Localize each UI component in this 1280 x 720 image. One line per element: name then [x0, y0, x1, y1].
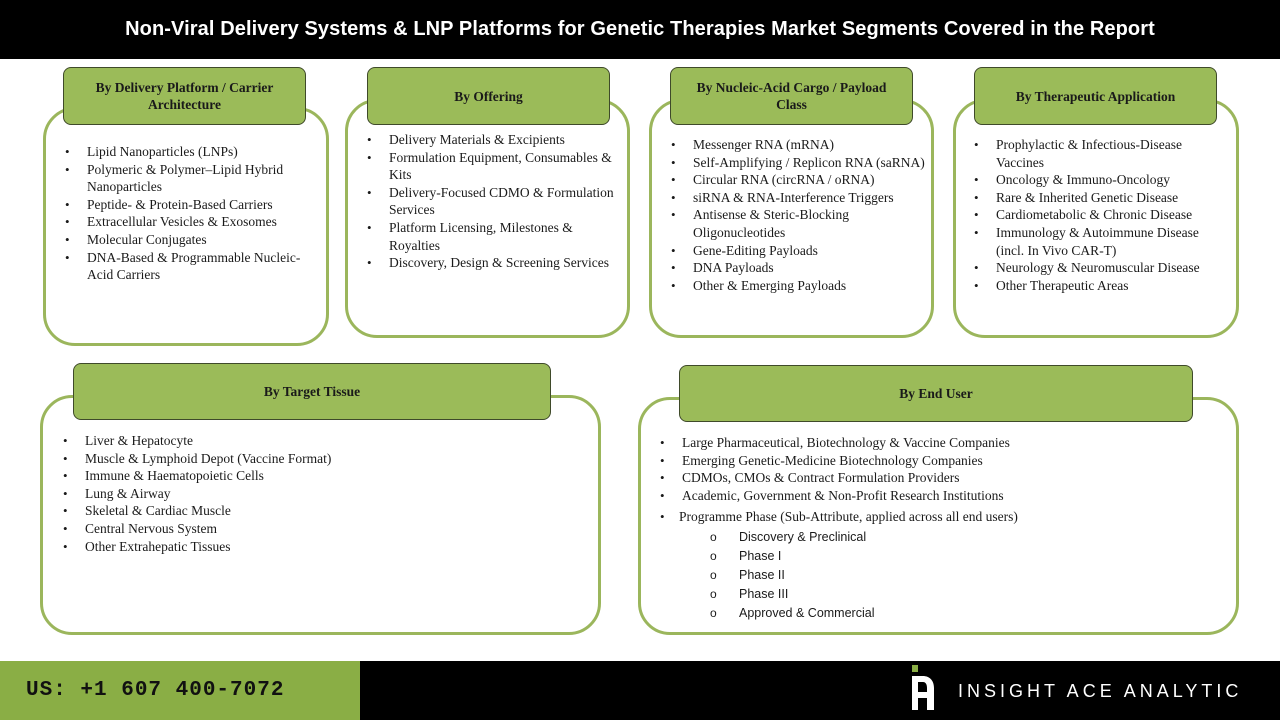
segment-list-target-tissue: Liver & Hepatocyte Muscle & Lymphoid Dep… — [63, 432, 583, 555]
list-item: Neurology & Neuromuscular Disease — [974, 259, 1230, 277]
list-item: Rare & Inherited Genetic Disease — [974, 189, 1230, 207]
list-item: Liver & Hepatocyte — [63, 432, 583, 450]
list-item: Cardiometabolic & Chronic Disease — [974, 206, 1230, 224]
list-item: siRNA & RNA-Interference Triggers — [671, 189, 929, 207]
segment-header-end-user: By End User — [679, 365, 1193, 422]
list-item: Prophylactic & Infectious-Disease Vaccin… — [974, 136, 1230, 171]
list-item: Other Therapeutic Areas — [974, 277, 1230, 295]
list-item: Other & Emerging Payloads — [671, 277, 929, 295]
list-item: Other Extrahepatic Tissues — [63, 538, 583, 556]
segment-header-cargo: By Nucleic-Acid Cargo / Payload Class — [670, 67, 913, 125]
phone-number: US: +1 607 400-7072 — [0, 661, 360, 720]
segment-list-cargo: Messenger RNA (mRNA) Self-Amplifying / R… — [671, 136, 929, 294]
list-item: CDMOs, CMOs & Contract Formulation Provi… — [660, 469, 1230, 487]
list-item: Discovery, Design & Screening Services — [367, 254, 617, 272]
list-item: DNA-Based & Programmable Nucleic-Acid Ca… — [65, 249, 323, 284]
brand-name: INSIGHT ACE ANALYTIC — [958, 681, 1243, 701]
list-item: Self-Amplifying / Replicon RNA (saRNA) — [671, 154, 929, 172]
insight-ace-logo-icon — [912, 665, 934, 710]
segment-header-therapeutic: By Therapeutic Application — [974, 67, 1217, 125]
programme-phase-block: Programme Phase (Sub-Attribute, applied … — [660, 508, 1230, 623]
programme-phase-label: Programme Phase (Sub-Attribute, applied … — [660, 508, 1230, 526]
phase-item: Phase II — [680, 566, 1230, 585]
list-item: Formulation Equipment, Consumables & Kit… — [367, 149, 617, 184]
list-item: Circular RNA (circRNA / oRNA) — [671, 171, 929, 189]
list-item: Central Nervous System — [63, 520, 583, 538]
segment-header-offering: By Offering — [367, 67, 610, 125]
segment-header-delivery-platform: By Delivery Platform / Carrier Architect… — [63, 67, 306, 125]
list-item: DNA Payloads — [671, 259, 929, 277]
page-title: Non-Viral Delivery Systems & LNP Platfor… — [0, 0, 1280, 59]
phase-item: Phase I — [680, 547, 1230, 566]
list-item: Skeletal & Cardiac Muscle — [63, 502, 583, 520]
list-item: Extracellular Vesicles & Exosomes — [65, 213, 323, 231]
list-item: Lung & Airway — [63, 485, 583, 503]
list-item: Antisense & Steric-Blocking Oligonucleot… — [671, 206, 929, 241]
list-item: Oncology & Immuno-Oncology — [974, 171, 1230, 189]
list-item: Large Pharmaceutical, Biotechnology & Va… — [660, 434, 1230, 452]
list-item: Immunology & Autoimmune Disease (incl. I… — [974, 224, 1230, 259]
segment-list-delivery-platform: Lipid Nanoparticles (LNPs) Polymeric & P… — [65, 143, 323, 284]
list-item: Delivery Materials & Excipients — [367, 131, 617, 149]
programme-phase-list: Discovery & Preclinical Phase I Phase II… — [660, 528, 1230, 623]
phase-item: Approved & Commercial — [680, 604, 1230, 623]
list-item: Molecular Conjugates — [65, 231, 323, 249]
phase-item: Discovery & Preclinical — [680, 528, 1230, 547]
segment-list-therapeutic: Prophylactic & Infectious-Disease Vaccin… — [974, 136, 1230, 294]
segment-list-offering: Delivery Materials & Excipients Formulat… — [367, 131, 617, 272]
list-item: Academic, Government & Non-Profit Resear… — [660, 487, 1230, 505]
list-item: Immune & Haematopoietic Cells — [63, 467, 583, 485]
footer-bar — [360, 661, 1280, 720]
segment-list-end-user: Large Pharmaceutical, Biotechnology & Va… — [660, 434, 1230, 504]
list-item: Lipid Nanoparticles (LNPs) — [65, 143, 323, 161]
list-item: Platform Licensing, Milestones & Royalti… — [367, 219, 617, 254]
list-item: Delivery-Focused CDMO & Formulation Serv… — [367, 184, 617, 219]
list-item: Peptide- & Protein-Based Carriers — [65, 196, 323, 214]
list-item: Muscle & Lymphoid Depot (Vaccine Format) — [63, 450, 583, 468]
phase-item: Phase III — [680, 585, 1230, 604]
list-item: Gene-Editing Payloads — [671, 242, 929, 260]
list-item: Messenger RNA (mRNA) — [671, 136, 929, 154]
list-item: Emerging Genetic-Medicine Biotechnology … — [660, 452, 1230, 470]
list-item: Polymeric & Polymer–Lipid Hybrid Nanopar… — [65, 161, 323, 196]
segment-header-target-tissue: By Target Tissue — [73, 363, 551, 420]
